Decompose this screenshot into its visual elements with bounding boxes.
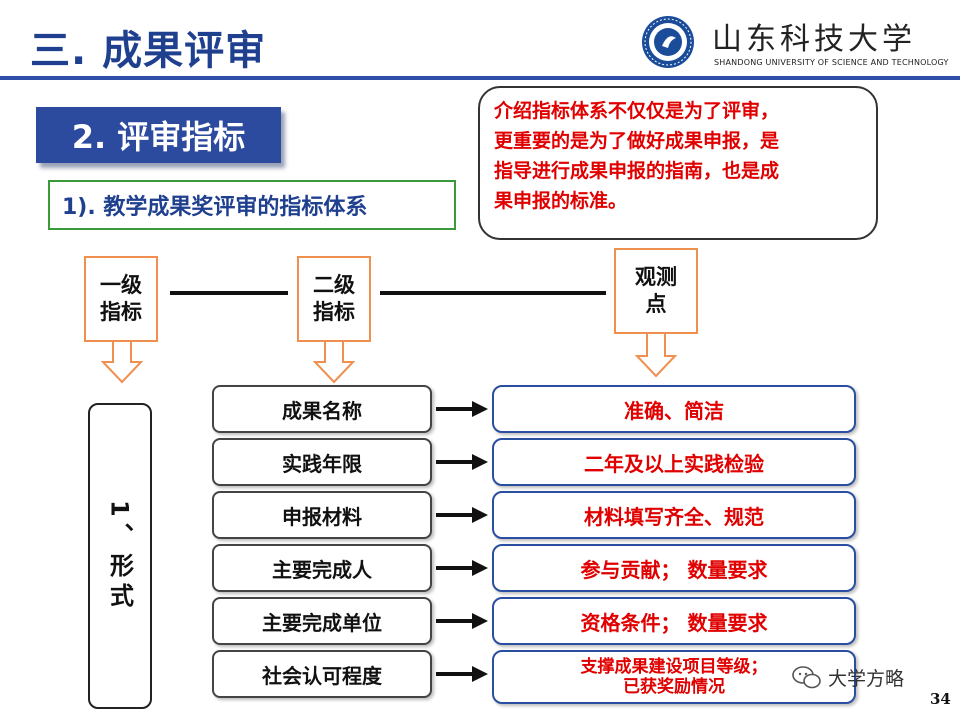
indicator-box: 实践年限: [212, 438, 432, 486]
header-connector: [380, 291, 606, 295]
indicator-box: 申报材料: [212, 491, 432, 539]
observation-box: 参与贡献； 数量要求: [492, 544, 856, 592]
level1-header-line: 一级: [100, 273, 142, 297]
level1-item-box: 1、形式: [88, 403, 152, 709]
right-arrow-icon: [436, 666, 488, 682]
wechat-icon: [792, 665, 821, 688]
observation-text: 准确、简洁: [624, 398, 724, 423]
observation-header-line: 点: [645, 292, 667, 316]
indicator-box: 主要完成单位: [212, 597, 432, 645]
right-arrow-icon: [436, 401, 488, 417]
level1-header-line: 指标: [100, 300, 142, 324]
right-arrow-icon: [436, 454, 488, 470]
note-callout: 介绍指标体系不仅仅是为了评审， 更重要的是为了做好成果申报，是 指导进行成果申报…: [478, 86, 878, 240]
right-arrow-icon: [436, 560, 488, 576]
observation-header: 观测点: [614, 248, 698, 334]
observation-box: 二年及以上实践检验: [492, 438, 856, 486]
observation-box: 资格条件； 数量要求: [492, 597, 856, 645]
observation-text: 参与贡献； 数量要求: [580, 557, 768, 582]
observation-text: 资格条件； 数量要求: [580, 610, 768, 635]
watermark: 大学方略: [792, 664, 904, 691]
note-line: 介绍指标体系不仅仅是为了评审，: [494, 100, 780, 122]
observation-box: 准确、简洁: [492, 385, 856, 433]
observation-text: 支撑成果建设项目等级；: [580, 657, 768, 677]
observation-text: 二年及以上实践检验: [584, 451, 764, 476]
indicator-box: 主要完成人: [212, 544, 432, 592]
university-name-cn: 山东科技大学: [712, 22, 916, 57]
down-arrow-icon: [101, 340, 143, 384]
watermark-text: 大学方略: [828, 668, 905, 690]
university-name-en: SHANDONG UNIVERSITY OF SCIENCE AND TECHN…: [714, 58, 949, 67]
subsection-heading: 1). 教学成果奖评审的指标体系: [48, 180, 456, 230]
right-arrow-icon: [436, 507, 488, 523]
note-line: 更重要的是为了做好成果申报，是: [494, 130, 780, 152]
down-arrow-icon: [313, 340, 355, 384]
note-line: 指导进行成果申报的指南，也是成: [494, 160, 780, 182]
level1-header: 一级指标: [84, 256, 158, 342]
university-emblem-icon: [642, 16, 694, 68]
level2-header-line: 指标: [313, 300, 355, 324]
observation-text: 材料填写齐全、规范: [584, 504, 764, 529]
title-underline: [0, 76, 960, 80]
right-arrow-icon: [436, 613, 488, 629]
level2-header-line: 二级: [313, 273, 355, 297]
page-number: 34: [930, 690, 951, 708]
observation-box: 材料填写齐全、规范: [492, 491, 856, 539]
indicator-box: 成果名称: [212, 385, 432, 433]
header-connector: [170, 291, 288, 295]
page-title: 三. 成果评审: [30, 28, 267, 74]
observation-header-line: 观测: [635, 265, 677, 289]
note-line: 果申报的标准。: [494, 190, 628, 212]
observation-box: 支撑成果建设项目等级；已获奖励情况: [492, 650, 856, 704]
section-heading: 2. 评审指标: [36, 107, 281, 163]
level2-header: 二级指标: [297, 256, 371, 342]
down-arrow-icon: [635, 332, 677, 378]
level1-item-label: 1、形式: [105, 499, 134, 613]
indicator-box: 社会认可程度: [212, 650, 432, 698]
observation-text: 已获奖励情况: [623, 677, 725, 697]
